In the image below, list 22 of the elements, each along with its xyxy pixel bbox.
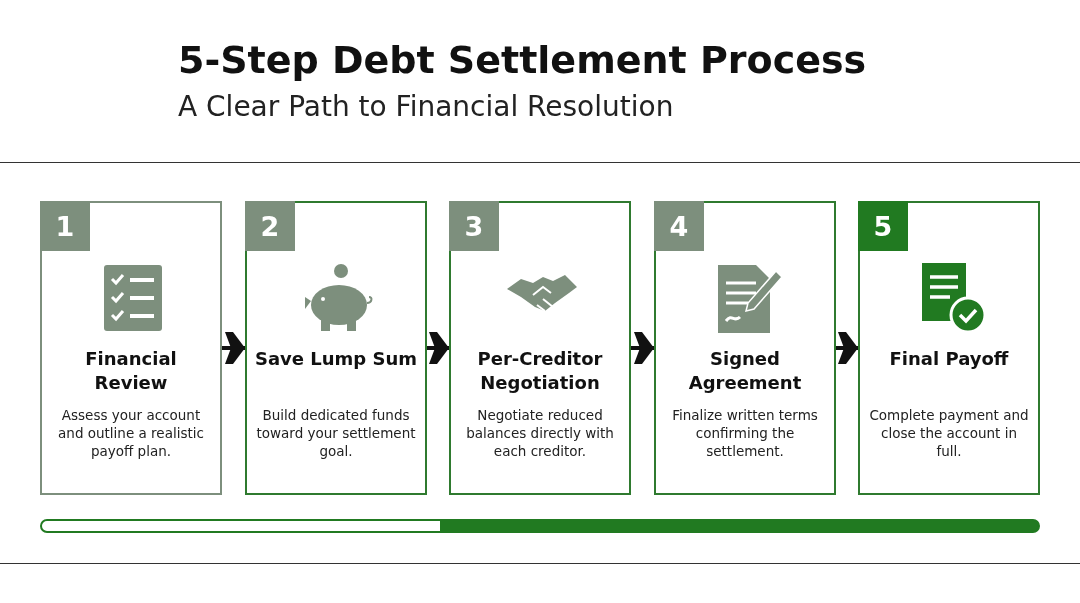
step-card	[858, 201, 1040, 495]
step-number: 1	[40, 201, 90, 251]
step-title: Save Lump Sum	[253, 347, 418, 371]
step-title: Final Payoff	[888, 347, 1010, 371]
step-title: Per-Creditor Negotiation	[476, 347, 604, 395]
step-number: 2	[245, 201, 295, 251]
step-card	[40, 201, 222, 495]
step-number: 4	[654, 201, 704, 251]
step-card	[654, 201, 836, 495]
step-description: Build dedicated funds toward your settlement goal.	[255, 406, 417, 460]
subtitle: A Clear Path to Financial Resolution	[178, 90, 674, 123]
step-description: Complete payment and close the account in full.	[868, 406, 1030, 460]
step-description: Negotiate reduced balances directly with each creditor.	[465, 406, 615, 460]
step-number: 5	[858, 201, 908, 251]
title: 5-Step Debt Settlement Process	[178, 38, 867, 82]
step-description: Assess your account and outline a realistic payoff plan.	[57, 406, 205, 460]
step-description: Finalize written terms confirming the settlement.	[671, 406, 819, 460]
step-number: 3	[449, 201, 499, 251]
step-title: Signed Agreement	[687, 347, 803, 395]
step-title: Financial Review	[84, 347, 178, 395]
step-card	[245, 201, 427, 495]
step-card	[449, 201, 631, 495]
